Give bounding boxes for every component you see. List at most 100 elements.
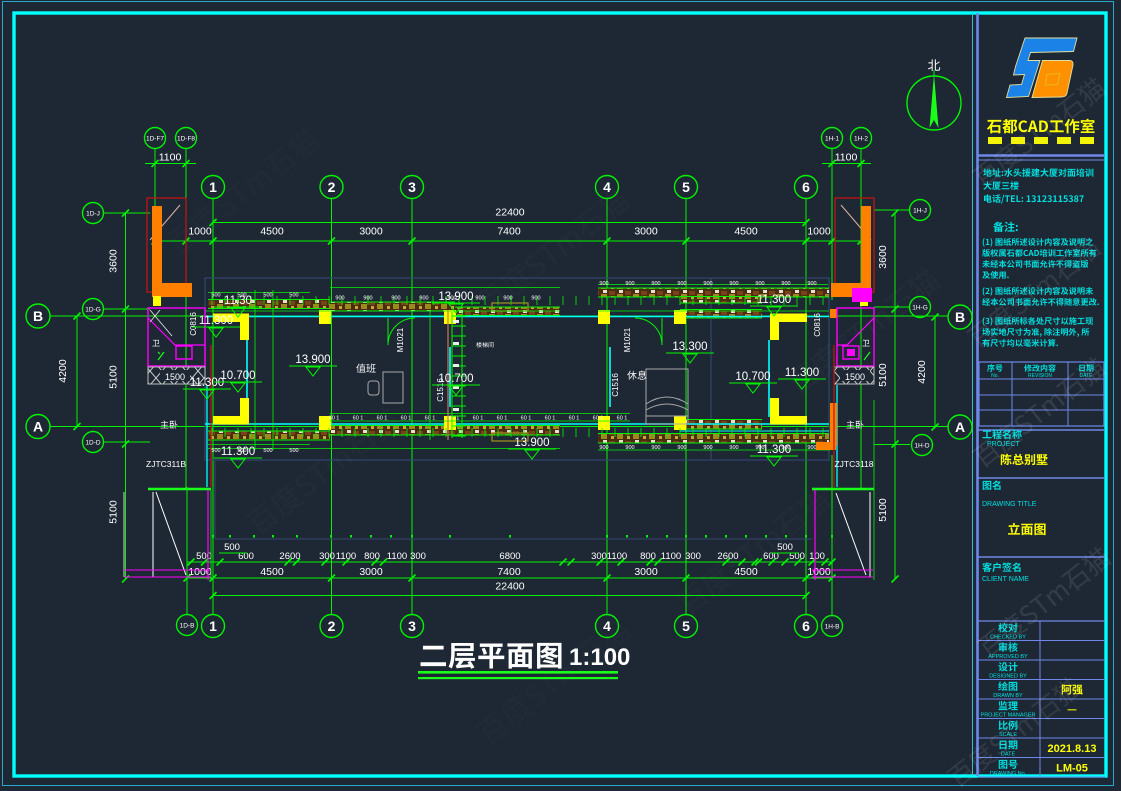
svg-text:900: 900 xyxy=(703,281,712,287)
svg-text:1D-F7: 1D-F7 xyxy=(146,135,164,142)
svg-text:300: 300 xyxy=(685,551,701,562)
svg-text:13.900: 13.900 xyxy=(514,437,549,449)
svg-text:2600: 2600 xyxy=(717,551,738,562)
svg-text:1D-J: 1D-J xyxy=(86,210,100,217)
svg-text:1: 1 xyxy=(209,179,217,195)
svg-text:900: 900 xyxy=(651,445,660,451)
svg-text:1:100: 1:100 xyxy=(569,644,630,671)
svg-text:1D-B: 1D-B xyxy=(180,622,195,629)
svg-text:60 1: 60 1 xyxy=(449,416,460,422)
svg-text:DESIGNED BY: DESIGNED BY xyxy=(989,674,1027,680)
svg-text:APPROVED BY: APPROVED BY xyxy=(988,654,1028,660)
svg-text:DRAWING No.: DRAWING No. xyxy=(990,771,1027,777)
svg-text:500: 500 xyxy=(237,448,246,454)
svg-text:1H-J: 1H-J xyxy=(913,207,927,214)
svg-text:4: 4 xyxy=(603,618,611,634)
svg-text:7400: 7400 xyxy=(497,226,521,238)
svg-text:3: 3 xyxy=(408,618,416,634)
svg-text:No.: No. xyxy=(991,373,999,379)
svg-text:900: 900 xyxy=(419,296,428,302)
svg-text:13.900: 13.900 xyxy=(295,354,330,366)
svg-text:900: 900 xyxy=(729,445,738,451)
svg-text:1H-B: 1H-B xyxy=(825,623,840,630)
svg-text:3: 3 xyxy=(408,179,416,195)
svg-text:900: 900 xyxy=(391,296,400,302)
svg-text:3000: 3000 xyxy=(634,226,658,238)
svg-text:11.300: 11.300 xyxy=(199,315,233,327)
svg-text:900: 900 xyxy=(677,281,686,287)
svg-text:C1516: C1516 xyxy=(436,378,445,402)
svg-text:600: 600 xyxy=(763,551,779,562)
svg-text:500: 500 xyxy=(211,293,220,299)
svg-text:1H-D: 1H-D xyxy=(914,442,929,449)
svg-text:900: 900 xyxy=(755,445,764,451)
svg-text:1D-F8: 1D-F8 xyxy=(177,135,195,142)
svg-text:2600: 2600 xyxy=(279,551,300,562)
svg-text:5: 5 xyxy=(682,179,690,195)
svg-text:LM-05: LM-05 xyxy=(1056,763,1088,775)
svg-text:4500: 4500 xyxy=(260,226,284,238)
svg-text:ZJTC311B: ZJTC311B xyxy=(146,459,186,469)
svg-text:4500: 4500 xyxy=(734,566,758,578)
svg-text:1000: 1000 xyxy=(188,566,212,578)
svg-text:500: 500 xyxy=(789,551,805,562)
svg-text:3000: 3000 xyxy=(359,566,383,578)
svg-text:1H-1: 1H-1 xyxy=(825,135,839,142)
svg-text:10.700: 10.700 xyxy=(220,370,255,382)
svg-text:5100: 5100 xyxy=(877,498,889,522)
svg-text:C0816: C0816 xyxy=(813,313,822,337)
svg-text:60 1: 60 1 xyxy=(353,416,364,422)
svg-text:22400: 22400 xyxy=(495,581,524,593)
svg-text:2: 2 xyxy=(328,179,336,195)
svg-text:5: 5 xyxy=(682,618,690,634)
svg-text:900: 900 xyxy=(625,281,634,287)
svg-text:900: 900 xyxy=(599,281,608,287)
svg-text:1000: 1000 xyxy=(807,566,831,578)
svg-text:1100: 1100 xyxy=(835,152,858,164)
svg-text:13.300: 13.300 xyxy=(672,341,707,353)
svg-text:PROJECT: PROJECT xyxy=(987,441,1020,448)
svg-text:500: 500 xyxy=(263,448,272,454)
svg-text:22400: 22400 xyxy=(495,207,524,219)
svg-text:3000: 3000 xyxy=(634,566,658,578)
svg-text:900: 900 xyxy=(781,445,790,451)
svg-text:60 1: 60 1 xyxy=(545,416,556,422)
svg-text:10.700: 10.700 xyxy=(735,371,770,383)
svg-text:300: 300 xyxy=(591,551,607,562)
svg-text:B: B xyxy=(955,309,965,325)
svg-text:900: 900 xyxy=(651,281,660,287)
svg-text:60 1: 60 1 xyxy=(401,416,412,422)
svg-text:C0816: C0816 xyxy=(189,312,198,336)
svg-text:60 1: 60 1 xyxy=(569,416,580,422)
svg-text:900: 900 xyxy=(599,445,608,451)
svg-text:4200: 4200 xyxy=(916,360,928,384)
svg-text:SCALE: SCALE xyxy=(999,732,1017,738)
svg-text:DATE: DATE xyxy=(1080,373,1094,379)
svg-text:500: 500 xyxy=(196,551,212,562)
svg-text:10.700: 10.700 xyxy=(438,373,473,385)
svg-text:300: 300 xyxy=(410,551,426,562)
svg-text:M1021: M1021 xyxy=(623,327,632,352)
svg-text:1H-2: 1H-2 xyxy=(854,135,868,142)
svg-text:60 1: 60 1 xyxy=(617,416,628,422)
svg-text:500: 500 xyxy=(224,542,240,553)
svg-text:C1516: C1516 xyxy=(611,373,620,397)
svg-text:1000: 1000 xyxy=(188,226,212,238)
svg-text:7400: 7400 xyxy=(497,566,521,578)
svg-text:1H-G: 1H-G xyxy=(912,304,928,311)
svg-text:100: 100 xyxy=(809,551,825,562)
svg-text:6800: 6800 xyxy=(499,551,520,562)
svg-text:60 1: 60 1 xyxy=(521,416,532,422)
svg-text:900: 900 xyxy=(531,296,540,302)
svg-text:A: A xyxy=(955,419,965,435)
svg-text:M1021: M1021 xyxy=(396,327,405,352)
svg-text:500: 500 xyxy=(237,293,246,299)
svg-text:1: 1 xyxy=(209,618,217,634)
svg-text:900: 900 xyxy=(703,445,712,451)
svg-text:500: 500 xyxy=(263,293,272,299)
svg-text:60 1: 60 1 xyxy=(593,416,604,422)
svg-text:60 1: 60 1 xyxy=(473,416,484,422)
svg-text:1100: 1100 xyxy=(336,551,356,562)
svg-text:800: 800 xyxy=(364,551,380,562)
svg-text:4500: 4500 xyxy=(734,226,758,238)
